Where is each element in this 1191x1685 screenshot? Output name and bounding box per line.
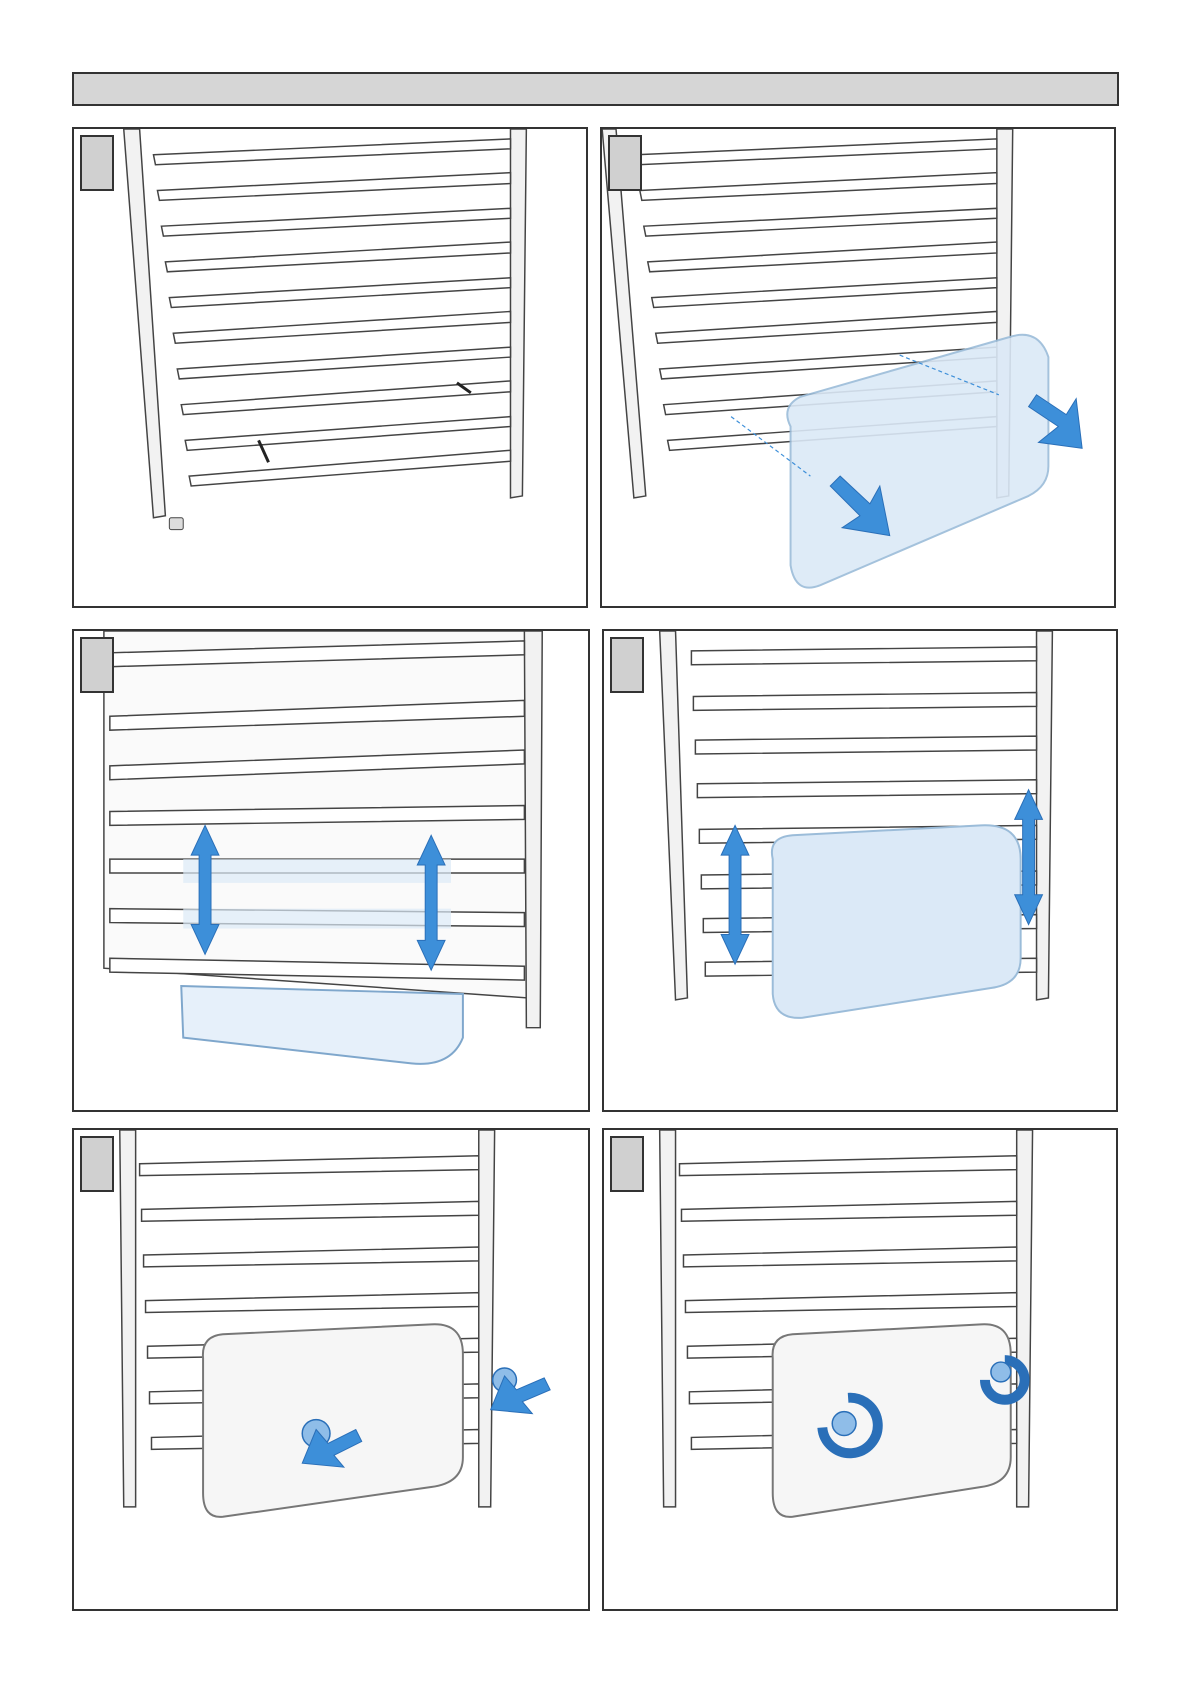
step-number-box-4: [610, 637, 644, 693]
heater-cover: [203, 1324, 463, 1517]
step-panel-4: [602, 629, 1118, 1112]
step-panel-2: [600, 127, 1116, 608]
step-panel-6: [602, 1128, 1118, 1611]
radiator-illustration-1: [74, 129, 586, 606]
step-number-box-1: [80, 135, 114, 191]
header-bar: [72, 72, 1119, 106]
radiator-illustration-6: [604, 1130, 1116, 1609]
radiator-illustration-3: [74, 631, 588, 1110]
step-panel-1: [72, 127, 588, 608]
step-number-box-2: [608, 135, 642, 191]
heater-bar: [181, 986, 463, 1064]
heater-cover: [772, 825, 1021, 1018]
radiator-feet: [169, 518, 183, 530]
step-number-box-3: [80, 637, 114, 693]
heater-cover: [773, 1324, 1011, 1517]
radiator-illustration-4: [604, 631, 1116, 1110]
step-panel-5: [72, 1128, 590, 1611]
heater-cover: [787, 335, 1048, 588]
step-panel-3: [72, 629, 590, 1112]
radiator-bars: [153, 139, 510, 486]
radiator-illustration-2: [602, 129, 1114, 606]
step-number-box-6: [610, 1136, 644, 1192]
step-number-box-5: [80, 1136, 114, 1192]
radiator-illustration-5: [74, 1130, 588, 1609]
